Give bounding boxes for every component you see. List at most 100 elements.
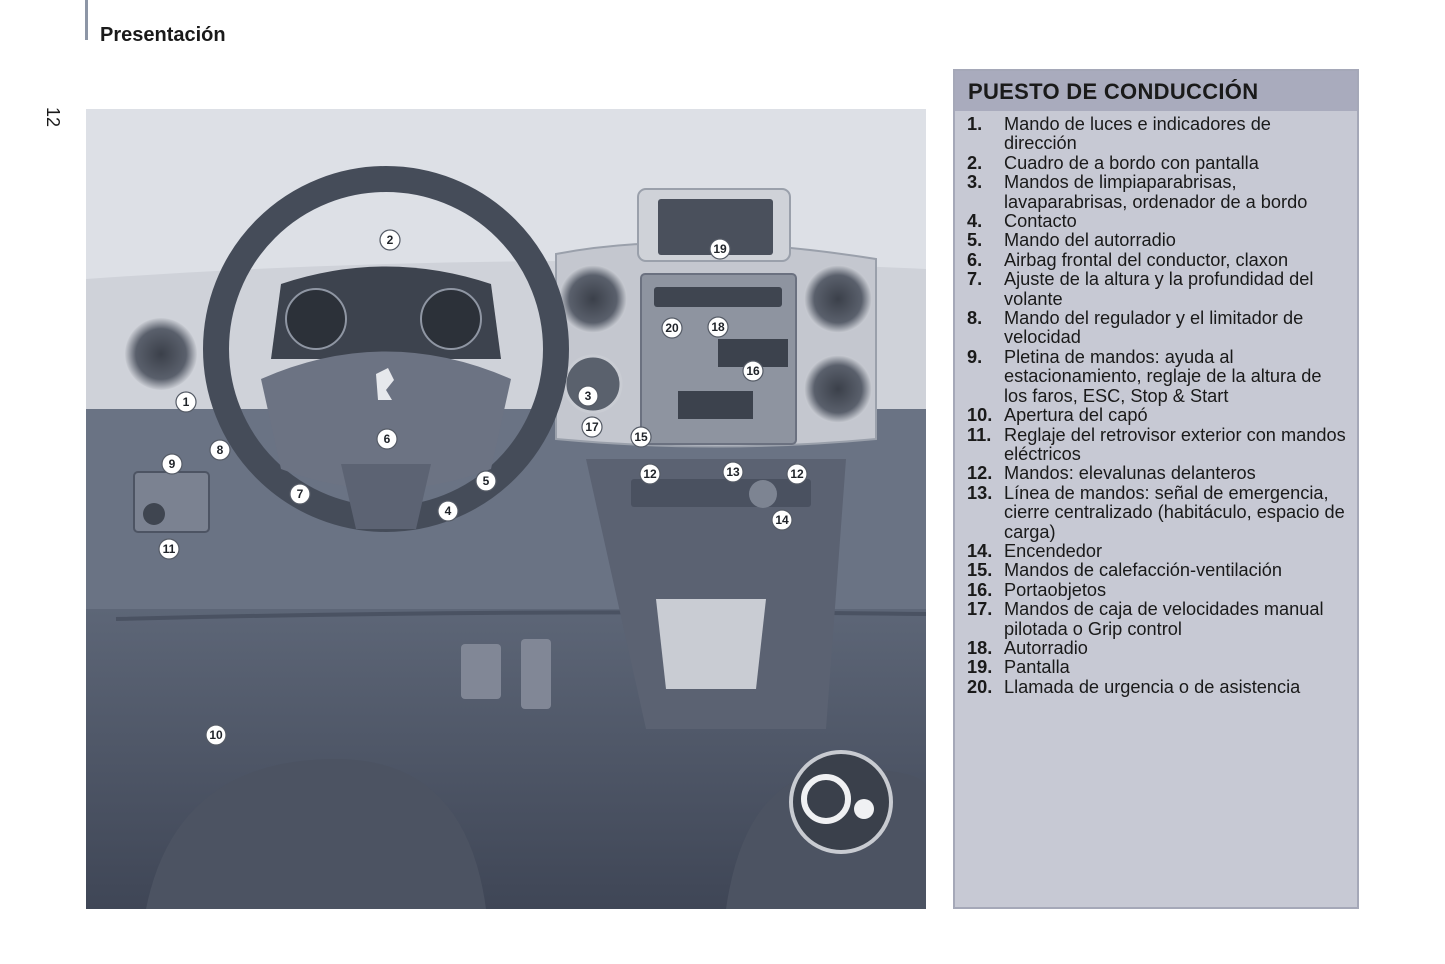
callout-11: 11: [158, 538, 180, 560]
tachometer: [420, 288, 482, 350]
legend-item-text: Mandos de limpiaparabrisas, lavaparabris…: [1004, 172, 1308, 212]
legend-item-number: 13.: [967, 482, 993, 503]
legend-item: 11. Reglaje del retrovisor exterior con m…: [967, 424, 1347, 465]
legend-item-text: Reglaje del retrovisor exterior con mand…: [1004, 424, 1346, 464]
legend-item-text: Cuadro de a bordo con pantalla: [1004, 152, 1259, 173]
legend-item: 7. Ajuste de la altura y la profundidad d…: [967, 270, 1347, 309]
legend-item-number: 16.: [967, 579, 993, 600]
legend-item: 18. Autorradio: [967, 637, 1347, 658]
legend-item: 9. Pletina de mandos: ayuda al estacionam…: [967, 346, 1347, 406]
accelerator-pedal: [521, 639, 551, 709]
svg-text:14: 14: [775, 513, 789, 527]
legend-item-number: 9.: [967, 346, 983, 367]
callout-16: 16: [742, 360, 764, 382]
legend-item-number: 14.: [967, 540, 993, 561]
svg-text:17: 17: [585, 420, 599, 434]
legend-item-number: 5.: [967, 230, 983, 251]
svg-text:19: 19: [713, 242, 727, 256]
legend-item-text: Mando de luces e indicadores de direcció…: [1004, 114, 1271, 154]
legend-item: 6.Airbag frontal del conductor, claxon: [967, 249, 1347, 270]
legend-item: 3. Mandos de limpiaparabrisas, lavaparabr…: [967, 173, 1347, 212]
page-number: 12: [43, 106, 63, 128]
callout-13: 13: [722, 461, 744, 483]
airbag-person-icon: [854, 799, 874, 819]
callout-6: 6: [376, 428, 398, 450]
svg-text:1: 1: [183, 395, 190, 409]
svg-text:3: 3: [585, 389, 592, 403]
legend-item-text: Contacto: [1004, 211, 1077, 232]
dashboard-illustration: 1 2 3 4 5 6 7 8 9 10 11 12 12 13 14 15 1…: [86, 109, 926, 909]
callout-19: 19: [709, 238, 731, 260]
legend-item: 8. Mando del regulador y el limitador de …: [967, 308, 1347, 348]
legend-item-text: Portaobjetos: [1004, 579, 1107, 600]
svg-text:13: 13: [726, 465, 740, 479]
legend-item-text: Autorradio: [1004, 637, 1088, 658]
legend-item-number: 4.: [967, 211, 983, 232]
section-title: Presentación: [100, 24, 226, 46]
legend-item-text: Mandos de calefacción-ventilación: [1004, 560, 1283, 581]
legend-item-number: 8.: [967, 308, 983, 329]
callout-15: 15: [630, 426, 652, 448]
callout-9: 9: [161, 453, 183, 475]
legend-item: 14. Encendedor: [967, 540, 1347, 561]
center-right-vent-lower: [804, 355, 872, 423]
legend-title-bar: PUESTO DE CONDUCCIÓN: [955, 71, 1357, 111]
callout-5: 5: [475, 470, 497, 492]
legend-item: 19. Pantalla: [967, 657, 1347, 678]
svg-text:4: 4: [445, 504, 452, 518]
legend-item-text: Mando del regulador y el limitador de ve…: [1004, 308, 1304, 348]
airbag-wheel-icon: [801, 774, 851, 824]
legend-item: 17. Mandos de caja de velocidades manual …: [967, 600, 1347, 639]
svg-text:9: 9: [169, 457, 176, 471]
legend-item-text: Mando del autorradio: [1004, 230, 1176, 251]
legend-item: 5. Mando del autorradio: [967, 230, 1347, 251]
legend-item-number: 18.: [967, 637, 993, 658]
brand-logo-icon: [376, 368, 394, 400]
legend-item-number: 3.: [967, 172, 983, 193]
callout-8: 8: [209, 439, 231, 461]
legend-item-number: 15.: [967, 560, 993, 581]
lighter-socket: [749, 480, 777, 508]
legend-item-number: 19.: [967, 657, 993, 678]
svg-text:15: 15: [634, 430, 648, 444]
callout-7: 7: [289, 483, 311, 505]
legend-item-text: Pantalla: [1004, 657, 1070, 678]
display-screen: [658, 199, 773, 255]
left-switch-panel: [133, 471, 210, 533]
legend-item: 10.Apertura del capó: [967, 405, 1347, 426]
callout-12-left: 12: [639, 463, 661, 485]
header-rule: [85, 0, 88, 40]
svg-text:5: 5: [483, 474, 490, 488]
legend-item-text: Encendedor: [1004, 540, 1103, 561]
legend-item-number: 20.: [967, 676, 993, 697]
legend-title: PUESTO DE CONDUCCIÓN: [968, 79, 1259, 104]
legend-item-text: Línea de mandos: señal de emergencia, ci…: [1004, 482, 1345, 542]
callout-14: 14: [771, 509, 793, 531]
svg-text:20: 20: [665, 321, 679, 335]
callout-1: 1: [175, 391, 197, 413]
legend-item-number: 11.: [967, 424, 992, 445]
legend-item: 1. Mando de luces e indicadores de direcc…: [967, 114, 1347, 154]
callout-2: 2: [379, 229, 401, 251]
callout-17: 17: [581, 416, 603, 438]
legend-item-text: Mandos: elevalunas delanteros: [1004, 463, 1256, 484]
legend-item-number: 7.: [967, 269, 983, 290]
svg-text:18: 18: [711, 320, 725, 334]
legend-item: 16. Portaobjetos: [967, 579, 1347, 600]
svg-text:2: 2: [387, 233, 394, 247]
callout-10: 10: [205, 724, 227, 746]
driver-seat: [146, 759, 486, 909]
legend-item-text: Llamada de urgencia o de asistencia: [1004, 676, 1301, 697]
svg-text:16: 16: [746, 364, 760, 378]
legend-item: 4. Contacto: [967, 211, 1347, 232]
svg-text:10: 10: [209, 728, 223, 742]
legend-item-number: 1.: [967, 114, 983, 134]
legend-item-text: Ajuste de la altura y la profundidad del…: [1004, 269, 1314, 309]
legend-item-text: Pletina de mandos: ayuda al estacionamie…: [1004, 346, 1322, 406]
legend-item-number: 6.: [967, 249, 983, 270]
dashboard-drawing: 1 2 3 4 5 6 7 8 9 10 11 12 12 13 14 15 1…: [86, 109, 926, 909]
legend-item-number: 10.: [967, 405, 993, 426]
legend-item-text: Mandos de caja de velocidades manual pil…: [1004, 599, 1324, 639]
legend-item-number: 17.: [967, 599, 993, 620]
legend-item: 13. Línea de mandos: señal de emergencia,…: [967, 482, 1347, 542]
